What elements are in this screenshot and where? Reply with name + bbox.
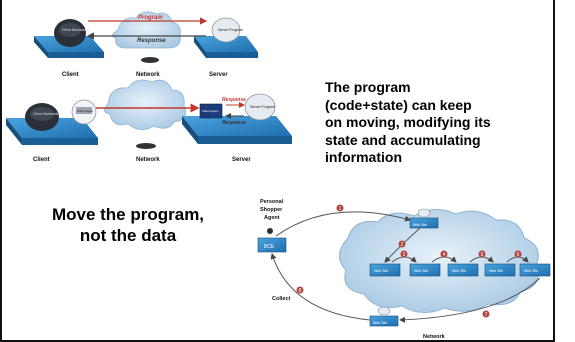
top-server-slab: [194, 36, 258, 52]
store-label-4: Web Site: [489, 269, 503, 273]
description-line-5: information: [325, 149, 402, 165]
svg-text:8: 8: [299, 288, 302, 294]
step-marker-7: 7: [482, 310, 490, 318]
middle-server-label: Server: [232, 157, 251, 163]
middle-server-screen-label: Server Program: [250, 105, 275, 109]
top-client-label: Client: [62, 72, 79, 78]
middle-request-label: Response: [222, 97, 246, 103]
middle-client-agent-label: Client Agent: [77, 109, 93, 113]
middle-client-screen-label: Client Workstation: [33, 112, 61, 116]
step-marker-5: 5: [478, 250, 486, 258]
agent-bottom-node-label: Web Site: [373, 321, 387, 325]
step-marker-8: 8: [296, 286, 304, 294]
svg-text:3: 3: [403, 252, 406, 258]
store-node-5: Web Site: [519, 263, 551, 277]
svg-text:6: 6: [517, 252, 520, 258]
shopper-agent-diagram: Personal Shopper Agent BCE Web Site Web …: [257, 199, 551, 340]
top-server-screen-label: Server Program: [218, 28, 243, 32]
motto-text: Move the program, not the data: [10, 204, 246, 246]
store-label-3: Web Site: [452, 269, 466, 273]
step-marker-3: 3: [400, 250, 408, 258]
agent-user-box-label: BCE: [264, 244, 275, 250]
frame-left-border: [0, 0, 2, 342]
svg-text:7: 7: [485, 312, 488, 318]
agent-caption-line-3: Agent: [264, 215, 280, 221]
top-client-server-diagram: Client Workstation Server Program Progra…: [34, 11, 258, 78]
top-server-label: Server: [209, 72, 228, 78]
agent-network-label: Network: [423, 334, 446, 340]
middle-agent-transfer-diagram: Client Workstation Client Agent Client A…: [6, 79, 292, 163]
middle-response-label: Response: [222, 120, 246, 126]
store-node-3: Web Site: [447, 263, 479, 277]
step-marker-4: 4: [440, 250, 448, 258]
middle-server-agent-label: Client Agent: [202, 109, 218, 113]
top-client-screen-label: Client Workstation: [62, 28, 90, 32]
store-label-1: Web Site: [374, 269, 388, 273]
step-marker-1: 1: [336, 204, 344, 212]
frame-right-border: [553, 0, 555, 342]
agent-caption-line-2: Shopper: [260, 207, 283, 213]
store-node-4: Web Site: [484, 263, 516, 277]
middle-server-slab: [182, 116, 292, 136]
agent-path-to-bottom: [399, 277, 541, 323]
motto-line-1: Move the program,: [51, 205, 205, 224]
step-marker-6: 6: [514, 250, 522, 258]
top-network-label: Network: [136, 72, 160, 78]
description-line-1: The program: [325, 79, 411, 95]
description-text: The program (code+state) can keep on mov…: [325, 79, 555, 167]
agent-bottom-node: [369, 315, 399, 327]
motto-line-2: not the data: [79, 226, 177, 245]
top-response-label: Response: [137, 38, 166, 44]
step-marker-2: 2: [398, 240, 406, 248]
description-line-2: (code+state) can keep: [325, 96, 472, 113]
svg-text:5: 5: [481, 252, 484, 258]
middle-client-label: Client: [33, 157, 50, 163]
agent-top-node: [409, 217, 439, 229]
middle-network-cloud: [104, 79, 187, 130]
svg-text:1: 1: [339, 206, 342, 212]
agent-top-node-label: Web Site: [413, 223, 427, 227]
middle-server-agent: [199, 103, 223, 119]
agent-network-cloud: [339, 209, 539, 313]
top-request-label: Program: [138, 15, 163, 21]
frame-bottom-border: [0, 340, 555, 342]
description-line-4: state and accumulating: [325, 131, 481, 148]
agent-path-collect: [270, 253, 371, 321]
agent-caption-line-1: Personal: [260, 199, 284, 205]
description-line-3: on moving, modifying its: [325, 114, 491, 130]
middle-server-machine: [244, 93, 276, 121]
svg-text:2: 2: [401, 242, 404, 248]
agent-path-to-top: [275, 211, 411, 237]
svg-text:4: 4: [443, 252, 446, 258]
store-node-1: Web Site: [369, 263, 401, 277]
middle-network-label: Network: [136, 157, 160, 163]
store-label-2: Web Site: [414, 269, 428, 273]
agent-collect-label: Collect: [272, 296, 291, 302]
store-node-2: Web Site: [409, 263, 441, 277]
top-server-machine: [211, 17, 241, 43]
store-label-5: Web Site: [524, 269, 538, 273]
